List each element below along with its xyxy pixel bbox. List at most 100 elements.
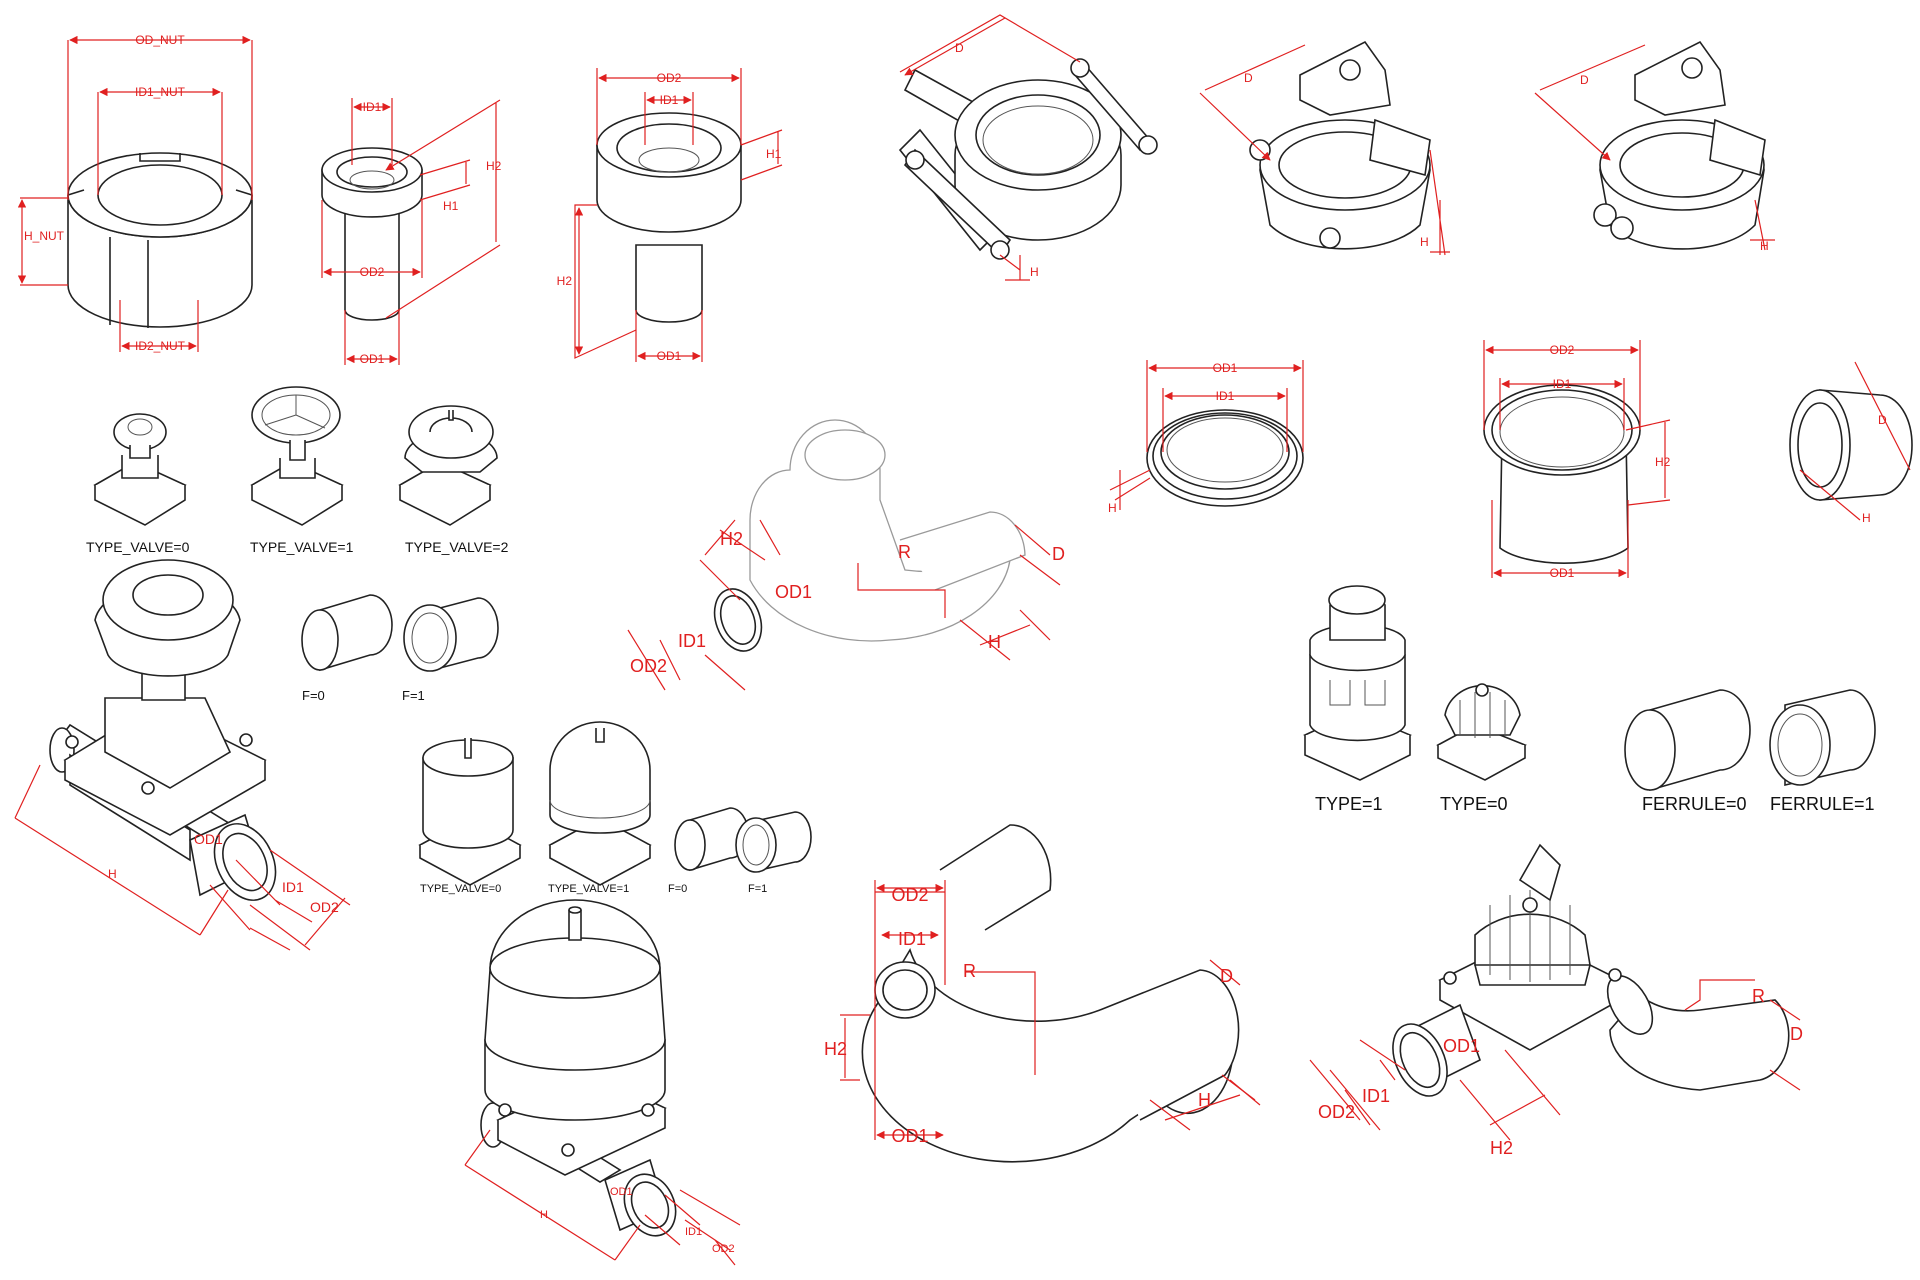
ferrule-option-f0-b-thumb bbox=[674, 807, 749, 872]
dim-reducer-od1: OD1 bbox=[657, 349, 682, 363]
dim-ferrule-od1: OD1 bbox=[360, 352, 385, 366]
ferrule-option-f1-thumb bbox=[403, 597, 499, 672]
ferrule-sleeve-dimensions: OD2 ID1 H2 OD1 bbox=[1483, 340, 1671, 580]
u-bend-2-dimensions: OD2 ID1 R D H2 OD1 H bbox=[824, 880, 1261, 1146]
caption-f1-b: F=1 bbox=[748, 883, 767, 895]
dim-ubend2-od2: OD2 bbox=[891, 885, 928, 905]
caption-ferrule-1: FERRULE=1 bbox=[1770, 794, 1875, 814]
dim-valve1-od2: OD2 bbox=[310, 899, 339, 915]
ferrule-option-f1-b-thumb bbox=[735, 811, 812, 873]
valve-large-3-dimensions: R D OD1 ID1 OD2 H2 bbox=[1309, 979, 1803, 1158]
dim-valve1-id1: ID1 bbox=[282, 879, 304, 895]
dim-valve1-od1: OD1 bbox=[194, 831, 223, 847]
caption-type-valve-0-a: TYPE_VALVE=0 bbox=[86, 539, 190, 555]
dim-clamp1-h: H bbox=[1030, 265, 1039, 279]
dim-ubend1-od1: OD1 bbox=[775, 582, 812, 602]
dim-ubend1-od2: OD2 bbox=[630, 656, 667, 676]
caption-type-0: TYPE=0 bbox=[1440, 794, 1508, 814]
u-bend-1-part bbox=[713, 419, 1026, 652]
dim-valve1-h: H bbox=[108, 867, 117, 881]
dim-ubend1-h2: H2 bbox=[720, 529, 743, 549]
dim-ferrule2-od1: OD1 bbox=[1550, 566, 1575, 580]
ferrule-sleeve-part bbox=[1483, 384, 1641, 564]
u-bend-2-part bbox=[861, 824, 1240, 1163]
clamp-bolted-part bbox=[898, 58, 1158, 260]
ferrule-dimensions: ID1 H2 H1 OD2 OD1 bbox=[321, 98, 502, 366]
caption-f0-a: F=0 bbox=[302, 688, 325, 703]
dim-ferrule-id1: ID1 bbox=[363, 100, 382, 114]
dim-ubend2-d: D bbox=[1220, 966, 1233, 986]
valve-large-3-part bbox=[1392, 843, 1790, 1097]
dim-clamp1-d: D bbox=[955, 41, 964, 55]
dim-h-nut: H_NUT bbox=[24, 229, 65, 243]
dim-gasket-h: H bbox=[1108, 501, 1117, 515]
dim-valve3-d: D bbox=[1790, 1024, 1803, 1044]
dim-clamp2-h: H bbox=[1420, 235, 1429, 249]
caption-type-valve-1-a: TYPE_VALVE=1 bbox=[250, 539, 354, 555]
actuator-type-1-thumb bbox=[1303, 585, 1412, 781]
dim-reducer-id1: ID1 bbox=[660, 93, 679, 107]
valve-large-2-dimensions: H OD1 ID1 OD2 bbox=[464, 1129, 741, 1266]
dim-ubend1-d: D bbox=[1052, 544, 1065, 564]
dim-id2-nut: ID2_NUT bbox=[135, 339, 186, 353]
ferrule-option-f0-thumb bbox=[301, 594, 393, 672]
dim-ubend2-od1: OD1 bbox=[891, 1126, 928, 1146]
actuator-type-0-thumb bbox=[1436, 683, 1527, 781]
valve-large-1-part bbox=[49, 559, 277, 901]
dim-ferrule-od2: OD2 bbox=[360, 265, 385, 279]
caption-ferrule-0: FERRULE=0 bbox=[1642, 794, 1747, 814]
valve-large-2-part bbox=[480, 899, 677, 1237]
dim-reducer-h2: H2 bbox=[557, 274, 573, 288]
dim-valve2-od1: OD1 bbox=[610, 1186, 633, 1198]
caption-f1-a: F=1 bbox=[402, 688, 425, 703]
dim-gasket-id1: ID1 bbox=[1216, 389, 1235, 403]
dim-ubend2-r: R bbox=[963, 961, 976, 981]
valve-type-1-thumb bbox=[250, 386, 344, 526]
end-cap-dimensions: D H bbox=[1799, 361, 1911, 525]
dim-ferrule-h2: H2 bbox=[486, 159, 502, 173]
caption-type-valve-1-b: TYPE_VALVE=1 bbox=[548, 883, 629, 895]
dim-valve3-h2: H2 bbox=[1490, 1138, 1513, 1158]
clamp-hinged-dimensions: D H bbox=[1199, 44, 1450, 256]
reducer-part bbox=[596, 112, 742, 323]
dim-ubend1-r: R bbox=[898, 542, 911, 562]
valve-type-0-thumb bbox=[93, 413, 187, 526]
dim-ubend2-id1: ID1 bbox=[898, 929, 926, 949]
dim-reducer-od2: OD2 bbox=[657, 71, 682, 85]
dim-valve3-id1: ID1 bbox=[1362, 1086, 1390, 1106]
valve-large-1-dimensions: H OD1 ID1 OD2 bbox=[14, 764, 351, 951]
dim-clamp3-d: D bbox=[1580, 73, 1589, 87]
end-cap-part bbox=[1789, 389, 1913, 501]
dim-valve3-od1: OD1 bbox=[1443, 1036, 1480, 1056]
dim-id1-nut: ID1_NUT bbox=[135, 85, 186, 99]
dim-ubend2-h2: H2 bbox=[824, 1039, 847, 1059]
dim-ubend2-h: H bbox=[1198, 1090, 1211, 1110]
dim-ubend1-id1: ID1 bbox=[678, 631, 706, 651]
valve-type-2-thumb bbox=[398, 405, 498, 526]
caption-type-1: TYPE=1 bbox=[1315, 794, 1383, 814]
ferrule-option-0-thumb bbox=[1624, 689, 1751, 792]
dim-reducer-h1: H1 bbox=[766, 147, 782, 161]
dim-gasket-od1: OD1 bbox=[1213, 361, 1238, 375]
ferrule-option-1-thumb bbox=[1769, 689, 1876, 787]
dim-valve3-od2: OD2 bbox=[1318, 1102, 1355, 1122]
valve-type-1-b-thumb bbox=[548, 721, 652, 886]
nut-dimensions: OD_NUT ID1_NUT H_NUT ID2_NUT bbox=[17, 33, 253, 353]
nut-part bbox=[67, 152, 253, 328]
clamp-wing-dimensions: D H bbox=[1534, 44, 1775, 253]
clamp-bolted-dimensions: D H bbox=[899, 14, 1081, 281]
dim-valve2-id1: ID1 bbox=[685, 1226, 702, 1238]
dim-valve2-od2: OD2 bbox=[712, 1243, 735, 1255]
dim-od-nut: OD_NUT bbox=[135, 33, 185, 47]
valve-type-0-b-thumb bbox=[418, 738, 522, 886]
clamp-wing-part bbox=[1593, 40, 1766, 250]
dim-valve3-r: R bbox=[1752, 986, 1765, 1006]
caption-f0-b: F=0 bbox=[668, 883, 687, 895]
ferrule-part bbox=[321, 147, 423, 321]
dim-clamp2-d: D bbox=[1244, 71, 1253, 85]
dim-ferrule2-od2: OD2 bbox=[1550, 343, 1575, 357]
gasket-part bbox=[1146, 409, 1304, 507]
dim-ferrule-h1: H1 bbox=[443, 199, 459, 213]
caption-type-valve-2-a: TYPE_VALVE=2 bbox=[405, 539, 509, 555]
